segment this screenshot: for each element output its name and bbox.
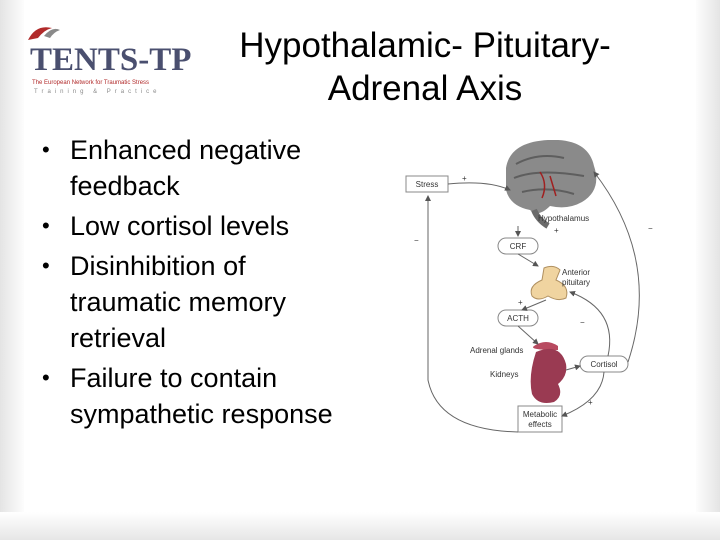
bullet-text: traumatic memory bbox=[70, 284, 390, 320]
metabolic-effects-label-1: Metabolic bbox=[518, 410, 562, 419]
bullet-text: feedback bbox=[70, 168, 390, 204]
bullet-list: • Enhanced negative feedback • Low corti… bbox=[40, 132, 390, 436]
bullet-text: sympathetic response bbox=[70, 396, 390, 432]
plus-sign: + bbox=[462, 174, 467, 183]
plus-sign: + bbox=[518, 298, 523, 307]
bullet-dot-icon: • bbox=[42, 132, 50, 168]
kidney-icon bbox=[531, 349, 567, 403]
bullet-dot-icon: • bbox=[42, 208, 50, 244]
minus-sign: − bbox=[648, 224, 653, 233]
metabolic-effects-label-2: effects bbox=[518, 420, 562, 429]
bullet-item: • Enhanced negative feedback bbox=[40, 132, 390, 204]
hpa-axis-diagram: Stress + Hypothalamus + CRF − − Anterior… bbox=[398, 140, 668, 470]
plus-sign: + bbox=[588, 398, 593, 407]
stress-label: Stress bbox=[406, 180, 448, 189]
hypothalamus-label: Hypothalamus bbox=[538, 214, 589, 223]
title-line-2: Adrenal Axis bbox=[190, 67, 660, 110]
anterior-pituitary-label-1: Anterior bbox=[562, 268, 590, 277]
slide-title: Hypothalamic- Pituitary- Adrenal Axis bbox=[190, 24, 660, 110]
minus-sign: − bbox=[580, 318, 585, 327]
crf-label: CRF bbox=[498, 242, 538, 251]
minus-sign: − bbox=[414, 236, 419, 245]
logo-name: TENTS-TP bbox=[30, 42, 191, 79]
kidneys-label: Kidneys bbox=[490, 370, 518, 379]
bullet-item: • Failure to contain sympathetic respons… bbox=[40, 360, 390, 432]
bullet-dot-icon: • bbox=[42, 248, 50, 284]
slide-bottom-shade bbox=[0, 512, 720, 540]
logo-tagline: The European Network for Traumatic Stres… bbox=[32, 80, 149, 86]
adrenal-glands-label: Adrenal glands bbox=[470, 346, 523, 355]
bullet-item: • Low cortisol levels bbox=[40, 208, 390, 244]
plus-sign: + bbox=[554, 226, 559, 235]
acth-label: ACTH bbox=[498, 314, 538, 323]
title-line-1: Hypothalamic- Pituitary- bbox=[190, 24, 660, 67]
tents-tp-logo: TENTS-TP The European Network for Trauma… bbox=[22, 22, 182, 92]
anterior-pituitary-label-2: pituitary bbox=[562, 278, 590, 287]
bullet-text: Low cortisol levels bbox=[70, 208, 390, 244]
bullet-text: Failure to contain bbox=[70, 360, 390, 396]
bullet-text: Disinhibition of bbox=[70, 248, 390, 284]
bullet-text: retrieval bbox=[70, 320, 390, 356]
bullet-item: • Disinhibition of traumatic memory retr… bbox=[40, 248, 390, 356]
bullet-dot-icon: • bbox=[42, 360, 50, 396]
logo-swoosh-icon bbox=[22, 22, 62, 44]
cortisol-label: Cortisol bbox=[580, 360, 628, 369]
logo-subtagline: Training & Practice bbox=[34, 89, 160, 95]
bullet-text: Enhanced negative bbox=[70, 132, 390, 168]
